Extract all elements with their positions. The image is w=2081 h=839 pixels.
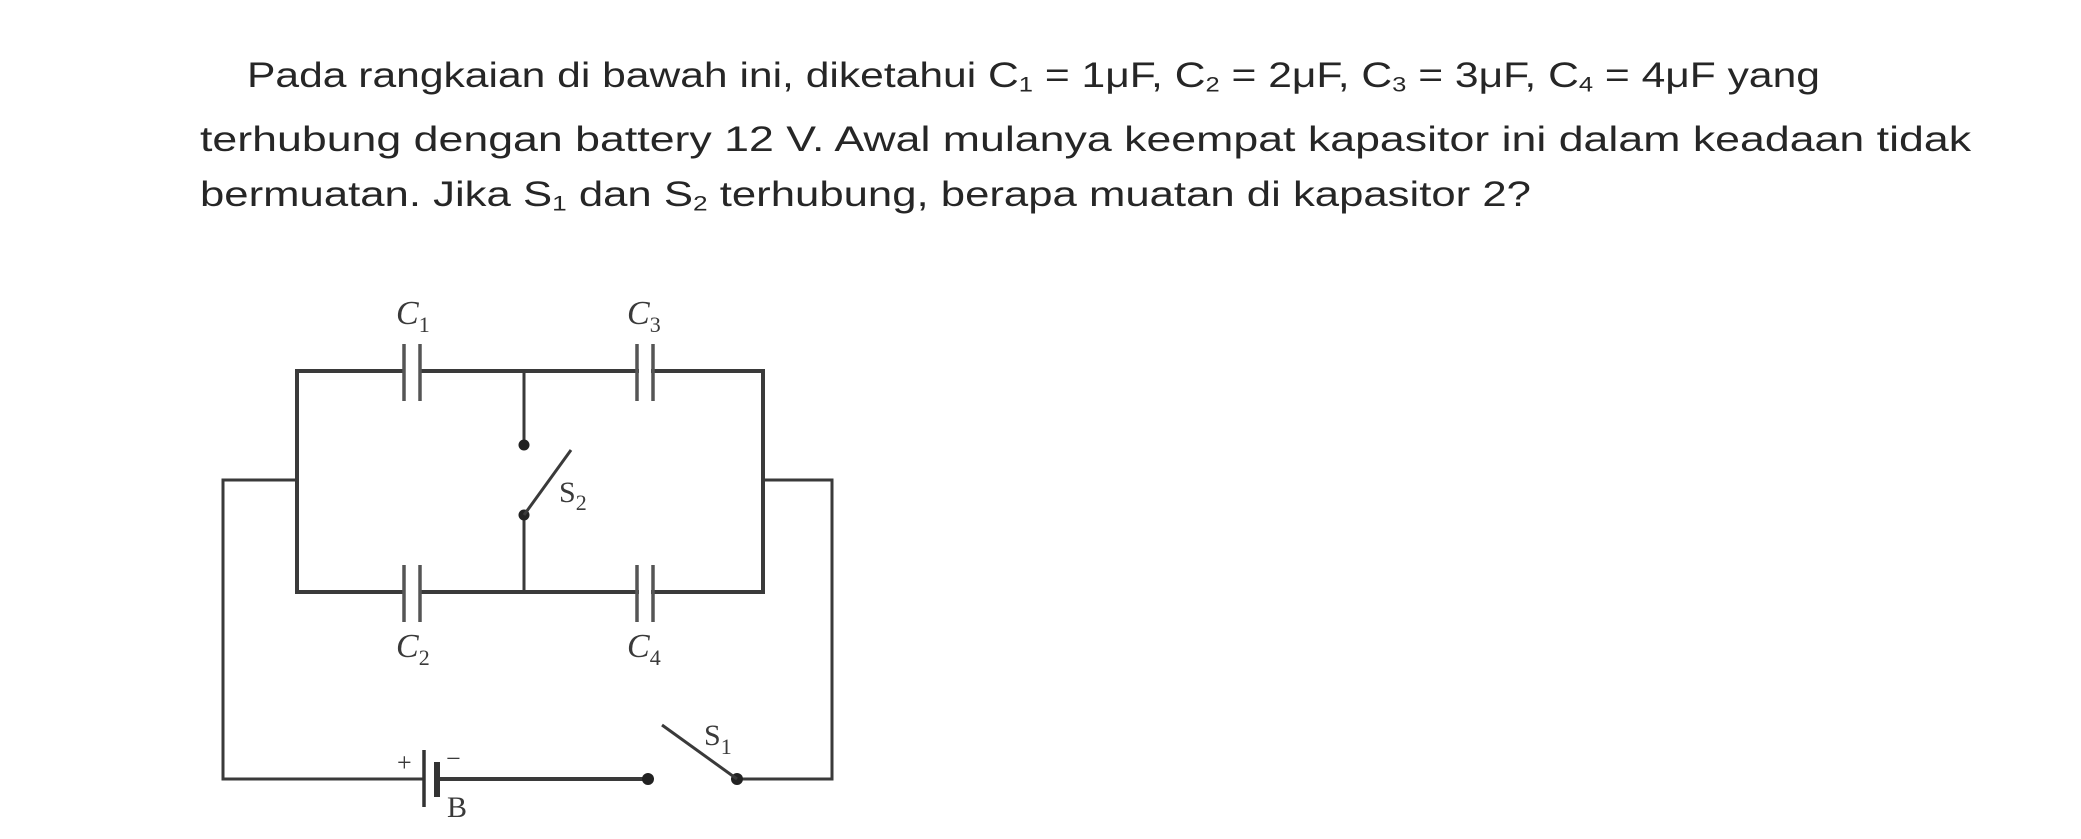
capacitor-c3-label: C3 [627, 295, 661, 337]
question-line-1: Pada rangkaian di bawah ini, diketahui C… [247, 56, 1821, 96]
subscript: 2 [693, 192, 708, 216]
question-line-3: bermuatan. Jika S1 dan S2 terhubung, ber… [200, 175, 1531, 215]
subscript: 1 [552, 192, 567, 216]
question-line-2: terhubung dengan battery 12 V. Awal mula… [200, 122, 1971, 157]
bottom-branch-wire [295, 478, 765, 594]
subscript: 3 [1392, 73, 1407, 97]
subscript: 4 [1578, 73, 1594, 97]
text-segment: dan S [566, 175, 694, 214]
text-segment: = 3μF, C [1406, 56, 1579, 95]
capacitor-c2-label: C2 [396, 628, 430, 670]
text-segment: bermuatan. Jika S [200, 175, 553, 214]
switch-s1-left-terminal [642, 773, 654, 785]
switch-s2-top-terminal [518, 439, 530, 451]
capacitor-c1-label: C1 [396, 295, 430, 337]
text-segment: = 4μF yang [1593, 56, 1821, 95]
capacitor-c2: C2 [396, 565, 430, 670]
text-segment: Pada rangkaian di bawah ini, diketahui C [247, 56, 1019, 95]
switch-s2-arm [522, 449, 573, 516]
battery-plus-sign: + [397, 748, 412, 777]
text-segment: = 2μF, C [1219, 56, 1393, 95]
switch-s1-arm [661, 723, 738, 781]
switch-s1: S1 [642, 719, 743, 785]
switch-s1-label: S1 [704, 719, 732, 759]
capacitor-c4-label: C4 [627, 628, 661, 670]
question-text: Pada rangkaian di bawah ini, diketahui C… [0, 0, 2081, 240]
subscript: 1 [1018, 73, 1033, 97]
text-segment: = 1μF, C [1032, 56, 1206, 95]
switch-s2: S2 [518, 371, 587, 592]
top-branch-wire [295, 369, 765, 482]
outer-loop-wire [221, 478, 834, 781]
switch-s2-label: S2 [559, 476, 587, 515]
battery-minus-sign: − [446, 744, 461, 773]
capacitor-c1: C1 [396, 295, 430, 401]
text-segment: terhubung, berapa muatan di kapasitor 2? [707, 175, 1531, 214]
capacitor-c4: C4 [627, 565, 661, 670]
text-segment: terhubung dengan battery 12 V. Awal mula… [200, 120, 1972, 159]
battery-b: + − B [397, 744, 467, 824]
battery-label: B [447, 791, 467, 824]
subscript: 2 [1205, 73, 1220, 97]
capacitor-c3: C3 [627, 295, 661, 401]
